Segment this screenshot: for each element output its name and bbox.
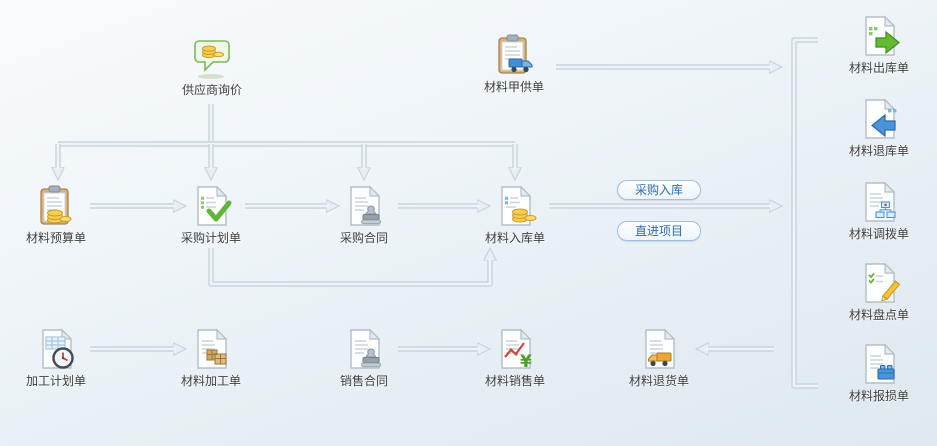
node-label: 销售合同: [339, 374, 388, 388]
material-damage-icon: [857, 342, 901, 386]
node-label: 材料入库单: [484, 231, 545, 245]
node-supplier-inquiry[interactable]: 供应商询价: [167, 36, 257, 98]
material-sales-icon: ¥: [493, 327, 537, 371]
node-label: 材料退货单: [628, 374, 689, 388]
node-label: 材料退库单: [848, 144, 909, 158]
material-supplied-by-owner-icon: [492, 33, 536, 77]
node-label: 材料预算单: [25, 231, 86, 245]
node-material-processing[interactable]: 材料加工单: [166, 327, 256, 389]
edge-plan-to-inbound-bypass: [208, 248, 490, 287]
node-material-return-stock[interactable]: 材料退库单: [834, 97, 924, 159]
node-material-outbound[interactable]: 材料出库单: [834, 14, 924, 76]
node-label: 材料加工单: [180, 374, 241, 388]
purchase-plan-icon: [189, 184, 233, 228]
node-sales-contract[interactable]: 销售合同: [319, 327, 409, 389]
edge-warehouse-bracket-inner: [792, 38, 818, 388]
node-label: 供应商询价: [181, 83, 242, 97]
node-label: 材料销售单: [484, 374, 545, 388]
material-inbound-icon: [493, 184, 537, 228]
purchase-contract-icon: [342, 184, 386, 228]
sales-contract-icon: [342, 327, 386, 371]
material-return-stock-icon: [857, 97, 901, 141]
node-label: 材料调拨单: [848, 227, 909, 241]
node-material-sales[interactable]: ¥ 材料销售单: [470, 327, 560, 389]
node-material-transfer[interactable]: 材料调拨单: [834, 180, 924, 242]
node-label: 材料盘点单: [848, 308, 909, 322]
node-purchase-plan[interactable]: 采购计划单: [166, 184, 256, 246]
material-stocktake-icon: [857, 261, 901, 305]
edge-plan-to-inbound-bypass-inner: [209, 248, 492, 286]
processing-plan-icon: [34, 327, 78, 371]
node-processing-plan[interactable]: 加工计划单: [11, 327, 101, 389]
node-purchase-contract[interactable]: 采购合同: [319, 184, 409, 246]
material-processing-icon: [189, 327, 233, 371]
node-material-return-goods[interactable]: 材料退货单: [614, 327, 704, 389]
node-label: 采购合同: [339, 231, 388, 245]
material-outbound-icon: [857, 14, 901, 58]
supplier-inquiry-icon: [190, 36, 234, 80]
node-label: 采购计划单: [180, 231, 241, 245]
node-material-supplied-by-owner[interactable]: 材料甲供单: [469, 33, 559, 95]
node-material-budget[interactable]: 材料预算单: [11, 184, 101, 246]
node-label: 材料甲供单: [483, 80, 544, 94]
node-material-inbound[interactable]: 材料入库单: [470, 184, 560, 246]
material-return-goods-icon: [637, 327, 681, 371]
tag-purchase-inbound[interactable]: 采购入库: [617, 180, 701, 200]
material-transfer-icon: [857, 180, 901, 224]
svg-text:¥: ¥: [520, 352, 532, 371]
node-label: 材料出库单: [848, 61, 909, 75]
node-label: 加工计划单: [25, 374, 86, 388]
node-material-damage[interactable]: 材料报损单: [834, 342, 924, 404]
node-material-stocktake[interactable]: 材料盘点单: [834, 261, 924, 323]
material-budget-icon: [34, 184, 78, 228]
node-label: 材料报损单: [848, 389, 909, 403]
tag-direct-to-project[interactable]: 直进项目: [617, 221, 701, 241]
edge-warehouse-bracket: [791, 37, 818, 389]
